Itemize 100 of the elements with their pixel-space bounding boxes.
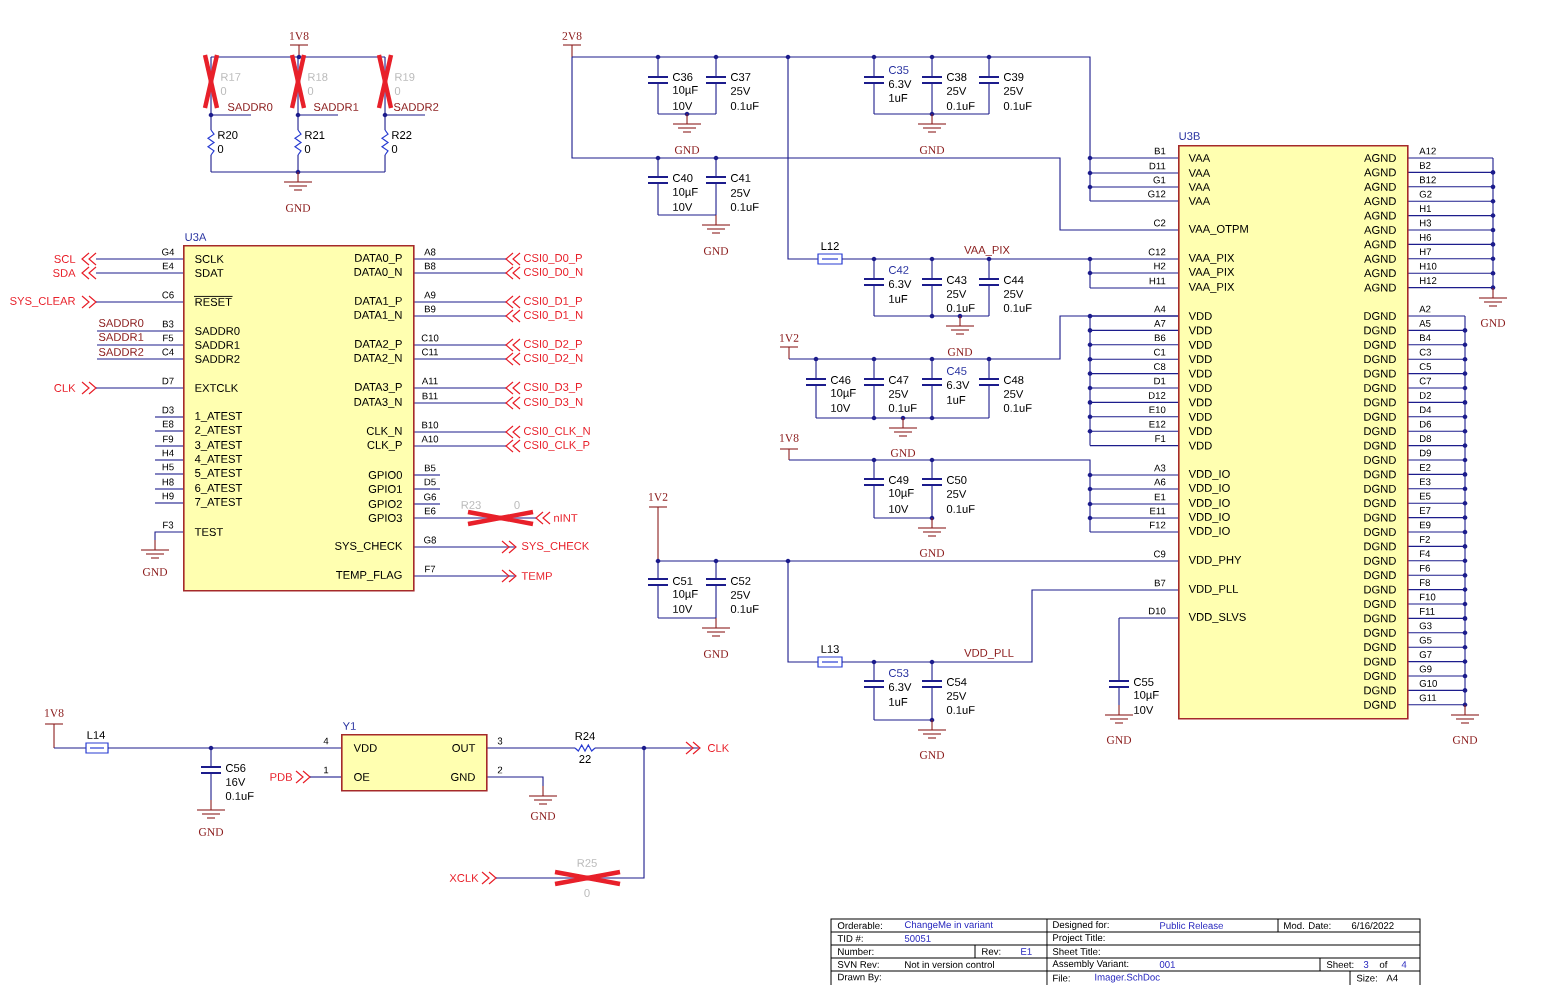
component-label: 10µF [1134,690,1159,702]
pin-number: F4 [1420,550,1431,558]
component-label: 25V [946,290,967,298]
pin-number: D4 [1420,406,1432,414]
pin-number: H10 [1420,262,1437,270]
component-label: R24 [575,732,595,740]
net-label: CSI0_D0_N [523,268,583,278]
net-label: CSI0_CLK_P [523,441,590,451]
table-cell: Not in version control [905,960,994,968]
table-cell: 4 [1401,961,1407,968]
pin-number: E6 [424,507,436,515]
component-label: C51 [672,577,693,585]
pin-number: C1 [1154,348,1166,356]
table-cell: Public Release [1160,921,1223,929]
table-cell: Sheet Title: [1052,947,1100,955]
pin-number: C2 [1154,219,1166,227]
pin-number: A9 [424,291,436,299]
table-cell: Mod. Date: [1284,921,1331,929]
power-label: GND [198,828,224,836]
power-label: GND [285,204,311,212]
component-label: R17 [221,73,241,81]
component-label: 0 [304,145,311,153]
component-label: R23 [461,501,481,509]
pin-number: G9 [1419,665,1432,673]
pin-number: 3 [497,737,503,745]
pin-number: D5 [424,478,436,486]
net-label: CSI0_D2_N [523,354,583,364]
component-label: 25V [888,390,909,398]
table-cell: Orderable: [837,921,882,929]
table-cell: SVN Rev: [837,961,879,968]
pin-number: E12 [1149,420,1166,428]
pin-number: A5 [1419,320,1431,327]
power-label: GND [703,247,729,255]
pin-number: 1 [324,766,329,774]
component-label: 0.1uF [730,605,759,613]
component-label: 25V [946,692,967,700]
pin-number: E11 [1150,507,1166,515]
table-cell: File: [1053,974,1070,982]
chip-box: U3A SCLK SDAT RESET SADDR0 SADDR1 SADDR2 EXTCLK 1_ATEST 2_ATEST 3_ATEST 4_ATEST 5_ATEST 6_ATEST 7_ATEST TEST DATA0_P DATA0_N DATA1_P DATA1_N DATA2_P DATA2_N DATA3_P DATA3_N CLK_N CLK_P GPIO0 GPIO1 GPIO2 GPIO3 SYS_CHECK TEMP_FLAG [183,233,415,592]
component-label: 1uF [947,396,966,404]
pin-number: D2 [1420,392,1431,399]
table-cell: Project Title: [1053,934,1105,943]
pin-number: C11 [422,348,438,356]
pin-number: E8 [162,420,174,428]
component-label: 0.1uF [1003,102,1032,110]
pin-number: D11 [1149,162,1166,170]
net-label: SYS_CHECK [521,542,590,552]
pin-number: D3 [162,406,174,414]
net-label: SDA [53,269,76,277]
component-label: C39 [1003,73,1024,81]
pin-number: F11 [1420,608,1435,615]
pin-number: F7 [425,565,436,573]
pin-number: A8 [424,248,436,256]
net-label: SADDR0 [98,319,144,327]
pin-number: F1 [1155,435,1166,442]
component-label: 0.1uF [1003,304,1032,312]
pin-number: D1 [1154,377,1166,385]
pin-number: H12 [1420,277,1437,284]
component-label: 25V [730,591,751,599]
net-label: SADDR2 [393,103,439,111]
component-label: C35 [888,66,909,74]
pin-number: E10 [1149,406,1166,414]
component-label: 25V [946,490,967,498]
pin-number: E4 [162,262,174,270]
component-label: 0 [394,87,401,95]
pin-number: H11 [1149,277,1166,285]
component-label: 10µF [831,388,856,400]
pin-number: B4 [1420,334,1431,342]
pin-number: H5 [162,463,174,471]
pin-number: D9 [1420,449,1432,457]
table-cell: ChangeMe in variant [904,921,993,930]
table-cell: Size: [1356,974,1377,982]
pin-number: 2 [497,766,503,774]
pin-number: E1 [1154,493,1166,501]
pin-number: F6 [1420,564,1430,572]
component-label: C37 [730,73,751,81]
component-label: 0 [220,87,227,95]
pin-number: C3 [1419,348,1432,356]
pin-number: B10 [422,421,439,429]
power-label: 1V2 [780,334,799,342]
net-label: CSI0_CLK_N [523,427,590,437]
component-label: 0.1uF [1003,404,1032,412]
component-label: C50 [946,476,967,484]
power-label: GND [142,568,168,576]
component-label: 0 [391,145,398,153]
component-label: 10µF [889,488,914,500]
pin-number: F8 [1420,579,1430,586]
component-label: C53 [888,669,909,677]
component-label: 10µF [673,187,698,199]
component-label: 10V [673,605,693,613]
component-label: C55 [1133,678,1154,686]
power-label: 1V8 [780,434,799,442]
component-label: C40 [672,174,693,182]
power-label: GND [674,146,700,154]
component-label: 25V [1003,87,1024,95]
power-label: GND [1452,736,1478,744]
pin-number: H9 [162,492,174,500]
component-label: C44 [1003,276,1024,284]
pin-number: F5 [163,334,174,342]
power-label: GND [1480,319,1506,327]
